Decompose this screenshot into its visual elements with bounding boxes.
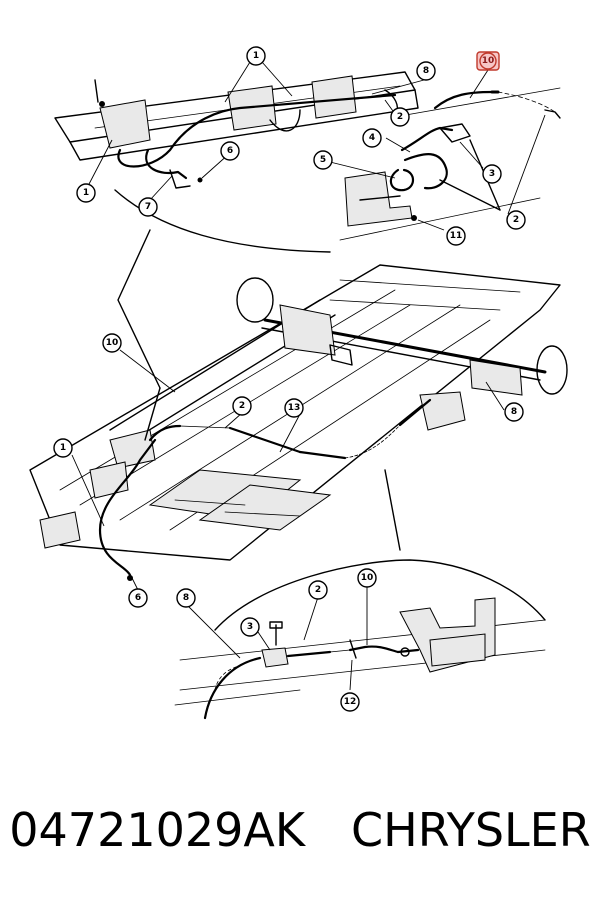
callout-badge: 8 <box>416 61 436 81</box>
parking-brake-cable-diagram: 1 8 10 2 4 3 5 6 1 7 2 11 10 2 13 8 1 6 … <box>29 46 568 720</box>
callout-badge: 1 <box>76 183 96 203</box>
callout-badge: 1 <box>53 438 73 458</box>
brand-name: CHRYSLER <box>351 803 591 857</box>
callout-badge: 2 <box>390 107 410 127</box>
callout-label: 13 <box>288 403 301 413</box>
callout-label: 2 <box>397 112 403 122</box>
callout-label: 6 <box>227 146 233 156</box>
callout-label: 8 <box>511 407 517 417</box>
callout-label: 3 <box>247 622 253 632</box>
callout-group: 1 8 10 2 4 3 5 6 1 7 2 11 10 2 13 8 1 6 … <box>53 46 526 712</box>
callout-label: 1 <box>83 188 89 198</box>
callout-badge: 8 <box>176 588 196 608</box>
callout-badge-highlighted: 10 <box>476 51 500 71</box>
callout-badge: 10 <box>357 568 377 588</box>
caption: 04721029AK CHRYSLER <box>0 795 600 865</box>
view-connectors <box>117 229 401 551</box>
callout-badge: 12 <box>340 692 360 712</box>
callout-label: 5 <box>320 155 326 165</box>
callout-badge: 2 <box>506 210 526 230</box>
callout-label: 1 <box>60 443 66 453</box>
callout-label: 8 <box>423 66 429 76</box>
callout-label: 12 <box>344 697 357 707</box>
callout-badge: 2 <box>232 396 252 416</box>
top-left-detail <box>54 71 419 253</box>
callout-badge: 3 <box>482 164 502 184</box>
underbody-view <box>29 264 568 581</box>
callout-label: 4 <box>369 133 375 143</box>
leader-lines <box>71 61 546 691</box>
callout-badge: 13 <box>284 398 304 418</box>
callout-badge: 4 <box>362 128 382 148</box>
callout-badge: 8 <box>504 402 524 422</box>
top-right-detail <box>339 87 561 241</box>
callout-label: 10 <box>106 338 119 348</box>
callout-label: 1 <box>253 51 259 61</box>
callout-label: 10 <box>361 573 374 583</box>
callout-badge: 2 <box>308 580 328 600</box>
callout-badge: 1 <box>246 46 266 66</box>
callout-label: 2 <box>513 215 519 225</box>
callout-badge: 6 <box>220 141 240 161</box>
callout-badge: 10 <box>102 333 122 353</box>
part-number: 04721029AK <box>9 803 306 857</box>
callout-label: 7 <box>145 202 151 212</box>
callout-label: 3 <box>489 169 495 179</box>
bottom-detail <box>174 559 546 720</box>
callout-label: 10 <box>482 56 495 66</box>
callout-label: 11 <box>450 231 463 241</box>
callout-badge: 11 <box>446 226 466 246</box>
callout-badge: 5 <box>313 150 333 170</box>
callout-badge: 7 <box>138 197 158 217</box>
callout-badge: 3 <box>240 617 260 637</box>
callout-label: 6 <box>135 593 141 603</box>
callout-label: 2 <box>315 585 321 595</box>
callout-badge: 6 <box>128 588 148 608</box>
callout-label: 8 <box>183 593 189 603</box>
callout-label: 2 <box>239 401 245 411</box>
